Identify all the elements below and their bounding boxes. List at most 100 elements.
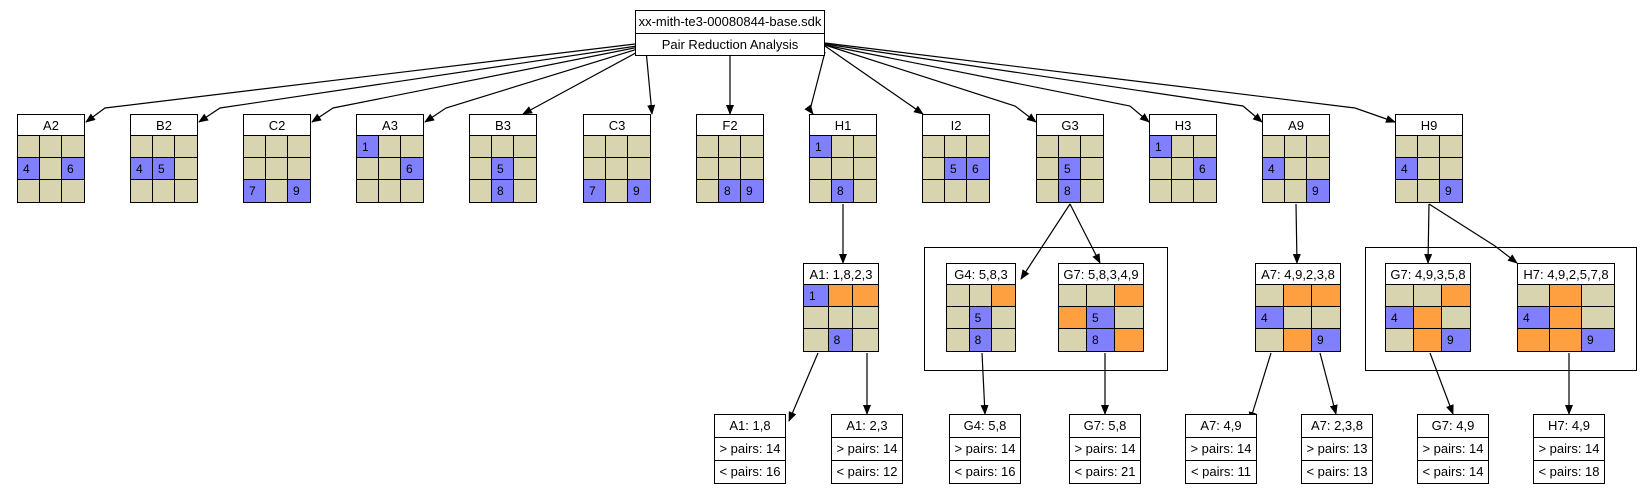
edge-root-c2 [311,46,640,123]
edge-g7b-leaf7 [1429,352,1454,415]
candidate-cell: 5 [1059,158,1081,180]
candidate-cell [514,136,536,158]
candidate-cell [1414,329,1442,351]
node-label: A3 [356,114,424,136]
candidate-cell [1087,285,1115,307]
candidate-cell [470,158,492,180]
candidate-cell [1150,158,1172,180]
candidate-cell [1284,307,1312,329]
result-node-l5: A7: 4,9> pairs: 14< pairs: 11 [1185,414,1257,484]
node-label: A2 [17,114,85,136]
candidate-cell [401,136,423,158]
candidate-cell [175,180,197,202]
candidate-cell: 9 [1440,180,1462,202]
candidate-cell: 5 [1087,307,1115,329]
candidate-cell [853,329,878,351]
greater-pairs: > pairs: 14 [1070,437,1140,460]
candidate-cell [244,136,266,158]
node-label: G7: 4,9,3,5,8 [1385,263,1471,285]
candidate-cell: 9 [741,180,763,202]
candidate-cell [175,136,197,158]
candidate-cell: 1 [810,136,832,158]
candidate-cell [18,180,40,202]
node-label: I2 [922,114,990,136]
candidate-cell [1442,285,1470,307]
result-node-l6: A7: 2,3,8> pairs: 13< pairs: 13 [1301,414,1373,484]
result-node-l3: G4: 5,8> pairs: 14< pairs: 16 [949,414,1021,484]
result-node-l7: G7: 4,9> pairs: 14< pairs: 14 [1417,414,1489,484]
candidate-cell [969,285,993,307]
candidate-cell [804,307,829,329]
candidate-cell [1194,180,1216,202]
candidate-cell [606,158,628,180]
candidate-cell: 8 [828,329,854,351]
candidate-cell [1037,136,1059,158]
candidate-cell [1440,158,1462,180]
candidate-cell [1115,307,1143,329]
candidate-cell [1059,307,1087,329]
candidate-cell [923,136,945,158]
candidate-cell [853,285,878,307]
candidate-cell [379,136,401,158]
candidate-cell [1312,307,1340,329]
edge-root-b2 [198,45,638,123]
candidate-cell [153,136,175,158]
candidate-cell [1418,158,1440,180]
candidate-cell [1582,307,1614,329]
edge-root-b3 [522,48,644,115]
candidate-cell [1312,285,1340,307]
candidate-cell [1037,158,1059,180]
candidate-cell [266,180,288,202]
result-title: A1: 2,3 [846,418,888,433]
lesser-pairs: < pairs: 13 [1302,460,1372,483]
candidate-cell [401,180,423,202]
candidate-cell [947,285,970,307]
node-label: A1: 1,8,2,3 [803,263,879,285]
candidate-cell [584,136,606,158]
candidate-cell [810,180,832,202]
candidate-cell: 9 [288,180,310,202]
candidate-cell [1386,329,1414,351]
node-label: H7: 4,9,2,5,7,8 [1517,263,1615,285]
greater-pairs: > pairs: 14 [1534,437,1604,460]
candidate-cell [810,158,832,180]
candidate-cell [514,180,536,202]
candidate-cell [854,180,876,202]
candidate-cell [1386,285,1414,307]
candidate-cell [244,158,266,180]
result-node-l8: H7: 4,9> pairs: 14< pairs: 18 [1533,414,1605,484]
edge-a1-leaf1 [788,352,819,422]
candidate-cell [131,136,153,158]
greater-pairs: > pairs: 14 [1418,437,1488,460]
node-label: H1 [809,114,877,136]
edge-a7-leaf5 [1248,352,1272,422]
candidate-cell [992,329,1015,351]
greater-pairs: > pairs: 14 [715,437,785,460]
candidate-cell [1059,329,1087,351]
candidate-cell: 8 [492,180,514,202]
edge-a7-leaf6 [1319,352,1338,415]
candidate-cell: 9 [628,180,650,202]
candidate-cell: 6 [967,158,989,180]
candidate-cell [492,136,514,158]
candidate-cell: 9 [1582,329,1614,351]
edge-root-a9 [824,43,1263,123]
lesser-pairs: < pairs: 16 [950,460,1020,483]
candidate-cell [741,158,763,180]
candidate-cell [992,285,1015,307]
lesser-pairs: < pairs: 14 [1418,460,1488,483]
candidate-cell [288,136,310,158]
